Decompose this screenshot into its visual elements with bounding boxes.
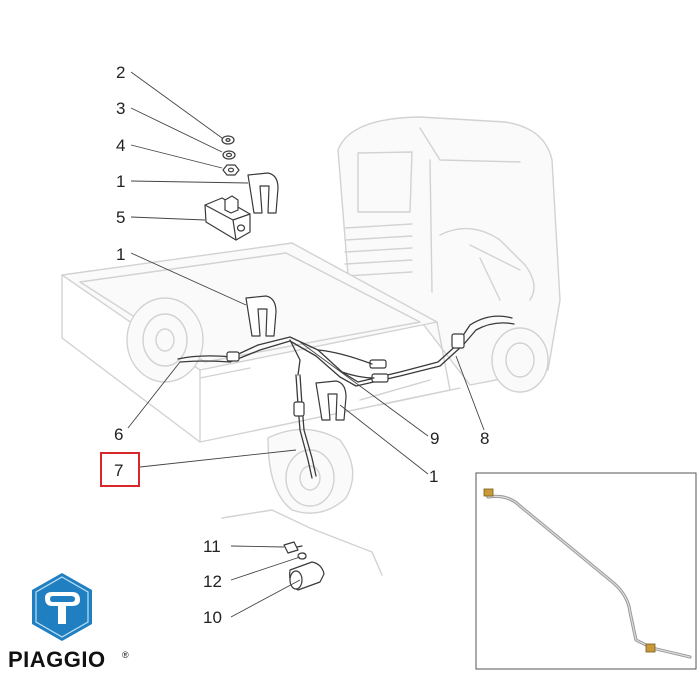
brake-pipe-inset bbox=[475, 472, 697, 670]
callout-3: 3 bbox=[116, 99, 125, 118]
callout-1-top: 1 bbox=[116, 172, 125, 191]
callout-7: 7 bbox=[114, 461, 123, 480]
callout-5: 5 bbox=[116, 208, 125, 227]
callout-12: 12 bbox=[203, 572, 222, 591]
callout-4: 4 bbox=[116, 136, 125, 155]
callout-10: 10 bbox=[203, 608, 222, 627]
brake-cable-harness bbox=[177, 315, 515, 479]
lock-washer-3 bbox=[222, 150, 236, 160]
vehicle-outline bbox=[61, 116, 561, 576]
nut-4 bbox=[222, 164, 240, 176]
bracket-clip-low bbox=[315, 380, 347, 421]
piaggio-logo: PIAGGIO ® bbox=[8, 573, 129, 672]
callout-8: 8 bbox=[480, 429, 489, 448]
callout-1-mid: 1 bbox=[116, 245, 125, 264]
callout-2: 2 bbox=[116, 63, 125, 82]
callout-7-highlight-box bbox=[100, 452, 140, 487]
bracket-clip-top bbox=[247, 172, 279, 214]
bracket-clip-mid bbox=[245, 295, 277, 337]
washer-2 bbox=[221, 135, 235, 145]
leader-lines bbox=[127, 71, 485, 618]
rubber-mount-5 bbox=[204, 195, 251, 241]
washer-12 bbox=[297, 552, 307, 560]
callout-labels: 2 3 4 1 5 1 6 7 9 8 1 11 12 10 bbox=[100, 63, 489, 627]
bleed-screw-11 bbox=[283, 541, 303, 554]
callout-11: 11 bbox=[203, 537, 221, 556]
callout-1-low: 1 bbox=[429, 467, 438, 486]
metal-brake-pipe-icon bbox=[483, 488, 692, 659]
callout-6: 6 bbox=[114, 425, 123, 444]
piaggio-shield-logo bbox=[32, 573, 92, 641]
brand-name: PIAGGIO bbox=[8, 647, 106, 672]
callout-9: 9 bbox=[430, 429, 439, 448]
brand-registered-mark: ® bbox=[122, 650, 129, 660]
